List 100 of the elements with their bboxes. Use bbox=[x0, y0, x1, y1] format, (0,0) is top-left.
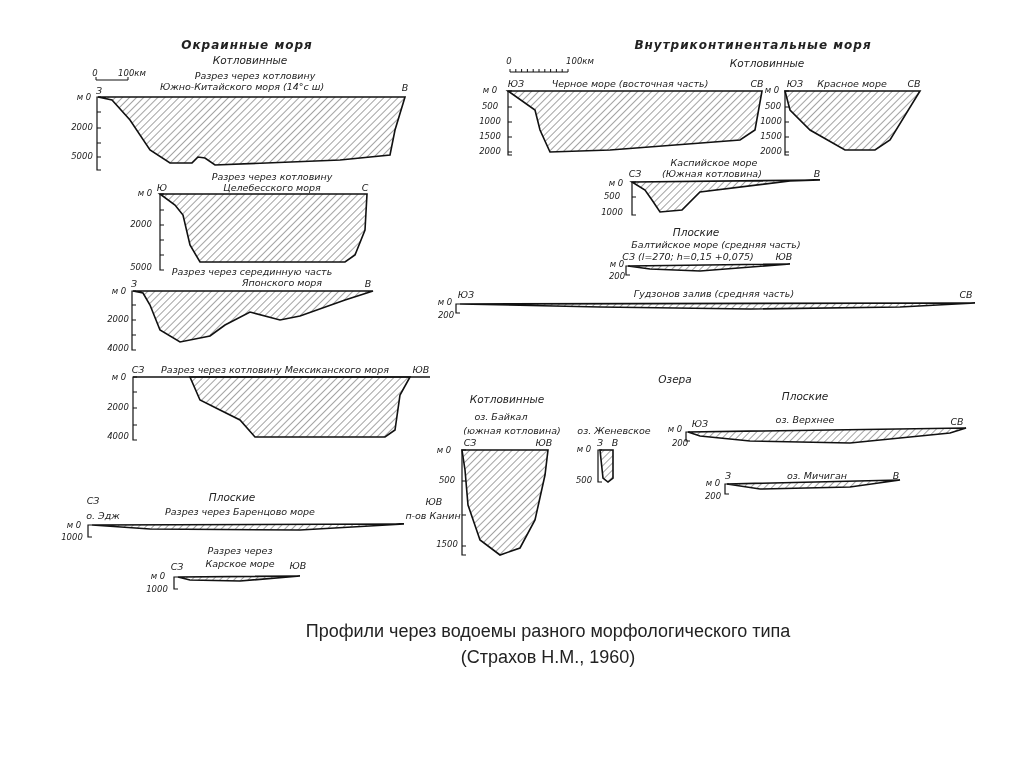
profile-title: Красное море bbox=[817, 78, 887, 90]
depth-label: м 0 bbox=[437, 298, 453, 308]
figure-caption: Профили через водоемы разного морфологического типа (Страхов Н.М., 1960) bbox=[304, 620, 792, 670]
direction-label: В bbox=[813, 168, 821, 180]
profile-title: Южно-Китайского моря (14°с ш) bbox=[159, 81, 325, 93]
direction-label: ЮЗ bbox=[691, 418, 709, 430]
depth-label: м 0 bbox=[436, 446, 452, 456]
depth-label: 2000 bbox=[479, 147, 501, 157]
depth-label: 500 bbox=[481, 102, 499, 112]
group-heading: Котловинные bbox=[729, 58, 805, 70]
profile-title: (Южная котловина) bbox=[662, 168, 762, 180]
depth-label: 1500 bbox=[479, 132, 501, 142]
direction-label: ЮВ bbox=[535, 437, 553, 449]
scale-label: 0 bbox=[506, 57, 512, 67]
direction-label: В bbox=[401, 82, 409, 94]
profile-title: Гудзонов залив (средняя часть) bbox=[633, 288, 795, 300]
depth-label: м 0 bbox=[66, 521, 82, 531]
depth-label: 500 bbox=[575, 476, 593, 486]
profile-title: оз. Верхнее bbox=[775, 414, 835, 426]
profile-title: оз. Мичиган bbox=[786, 470, 848, 482]
depth-label: 2000 bbox=[130, 220, 152, 230]
depth-label: 4000 bbox=[107, 432, 129, 442]
direction-label: Ю bbox=[156, 182, 168, 194]
depth-label: 1000 bbox=[146, 585, 168, 595]
depth-label: 4000 bbox=[107, 344, 129, 354]
direction-label: п-ов Канин bbox=[405, 510, 461, 522]
depth-label: 200 bbox=[671, 439, 689, 449]
depth-label: 500 bbox=[764, 102, 782, 112]
depth-label: 1000 bbox=[61, 533, 83, 543]
direction-label: ЮЗ bbox=[507, 78, 525, 90]
profile-title: Разрез через bbox=[207, 545, 273, 557]
profile-title: Разрез через Баренцово море bbox=[165, 506, 315, 518]
depth-label: м 0 bbox=[150, 572, 166, 582]
depth-label: 5000 bbox=[130, 263, 152, 273]
direction-label: СВ bbox=[959, 289, 973, 301]
depth-label: 2000 bbox=[107, 315, 129, 325]
profile-title: (южная котловина) bbox=[463, 425, 561, 437]
scale-label: 100км bbox=[566, 57, 594, 67]
direction-label: З bbox=[130, 278, 138, 290]
direction-label: СЗ bbox=[463, 437, 477, 449]
profile-title: Каспийское море bbox=[670, 157, 758, 169]
direction-label: С bbox=[361, 182, 369, 194]
direction-label: З bbox=[724, 470, 732, 482]
depth-label: м 0 bbox=[608, 179, 624, 189]
depth-label: 500 bbox=[438, 476, 456, 486]
direction-label: ЮЗ bbox=[457, 289, 475, 301]
direction-label: ЮВ bbox=[412, 364, 430, 376]
direction-label: З bbox=[95, 85, 103, 97]
direction-label: СВ bbox=[950, 416, 964, 428]
depth-label: м 0 bbox=[482, 86, 498, 96]
direction-label: СВ bbox=[750, 78, 764, 90]
depth-label: м 0 bbox=[764, 86, 780, 96]
depth-label: 1000 bbox=[479, 117, 501, 127]
group-heading: Котловинные bbox=[212, 55, 288, 67]
group-heading: Котловинные bbox=[469, 394, 545, 406]
profile-title: Черное море (восточная часть) bbox=[551, 78, 709, 90]
section-heading: Окраинные моря bbox=[181, 39, 313, 53]
depth-label: 1500 bbox=[760, 132, 782, 142]
profile-title: СЗ (l=270; h=0,15 +0,075) bbox=[622, 251, 754, 262]
depth-label: 500 bbox=[603, 192, 621, 202]
profile-title: Разрез через котловину Мексиканского моря bbox=[161, 364, 389, 376]
profile-title: Карское море bbox=[205, 558, 275, 570]
depth-label: м 0 bbox=[111, 373, 127, 383]
profile-title: Японского моря bbox=[241, 277, 323, 289]
depth-label: м 0 bbox=[76, 93, 92, 103]
direction-label: СЗ bbox=[170, 561, 184, 573]
group-heading: Плоские bbox=[208, 492, 256, 504]
direction-label: СЗ bbox=[628, 168, 642, 180]
profile-title: Разрез через котловину bbox=[194, 70, 316, 82]
depth-label: 1000 bbox=[601, 208, 623, 218]
direction-label: В bbox=[364, 278, 372, 290]
profile-title: оз. Байкал bbox=[474, 411, 528, 423]
depth-label: 200 bbox=[608, 272, 626, 282]
profile-title: Разрез через серединную часть bbox=[171, 266, 333, 278]
depth-label: 5000 bbox=[71, 152, 93, 162]
direction-label: о. Эдж bbox=[86, 510, 120, 522]
group-heading: Плоские bbox=[781, 391, 829, 403]
scale-label: 100км bbox=[118, 69, 146, 79]
direction-label: ЮВ bbox=[425, 496, 443, 508]
depth-label: м 0 bbox=[576, 445, 592, 455]
depth-label: м 0 bbox=[705, 479, 721, 489]
profile-title: Разрез через котловину bbox=[211, 171, 333, 183]
profile-title: Целебесского моря bbox=[223, 182, 321, 194]
direction-label: В bbox=[892, 470, 900, 482]
depth-label: 2000 bbox=[107, 403, 129, 413]
depth-label: 2000 bbox=[760, 147, 782, 157]
depth-label: м 0 bbox=[137, 189, 153, 199]
profile-title: оз. Женевское bbox=[577, 425, 651, 437]
depth-label: 200 bbox=[437, 311, 455, 321]
direction-label: СЗ bbox=[86, 495, 100, 507]
direction-label: ЮЗ bbox=[786, 78, 804, 90]
depth-label: 1000 bbox=[760, 117, 782, 127]
direction-label: ЮВ bbox=[289, 560, 307, 572]
depth-label: м 0 bbox=[609, 260, 625, 270]
direction-label: СЗ bbox=[131, 364, 145, 376]
direction-label: В bbox=[611, 437, 619, 449]
group-heading: Плоские bbox=[672, 227, 720, 239]
depth-label: 200 bbox=[704, 492, 722, 502]
direction-label: ЮВ bbox=[775, 251, 793, 263]
depth-label: 1500 bbox=[436, 540, 458, 550]
